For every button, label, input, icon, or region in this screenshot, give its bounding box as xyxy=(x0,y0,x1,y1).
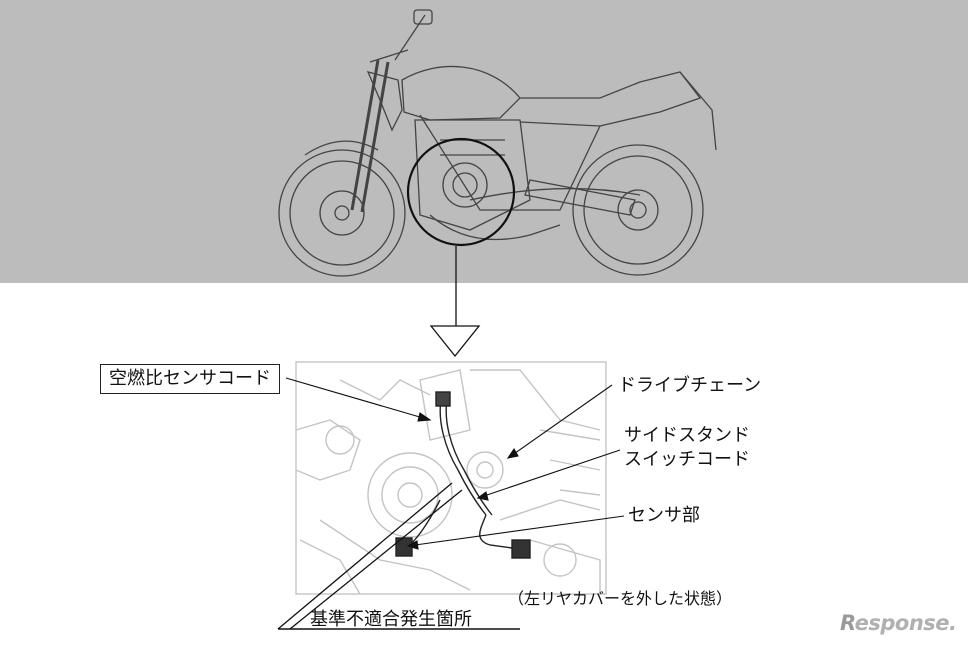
motorcycle-overview-band xyxy=(0,0,968,283)
down-arrow xyxy=(429,246,481,358)
highlight-circle xyxy=(406,137,516,247)
response-logo-text: esponse. xyxy=(854,611,957,635)
front-wheel xyxy=(278,149,406,277)
air-fuel-sensor-cord-label: 空燃比センサコード xyxy=(100,364,280,394)
side-stand-switch-cord-label: サイドスタンド スイッチコード xyxy=(624,424,750,472)
defect-location-label: 基準不適合発生箇所 xyxy=(310,609,472,630)
motorcycle-side-view-drawing xyxy=(278,9,717,277)
drive-chain-label: ドライブチェーン xyxy=(618,375,762,396)
callout-leaders xyxy=(277,377,625,630)
engine-detail-faded xyxy=(295,361,607,595)
response-logo-mark: R xyxy=(840,611,855,635)
rear-wheel xyxy=(572,144,704,276)
side-stand-label-line2: スイッチコード xyxy=(624,449,750,470)
side-stand-label-line1: サイドスタンド xyxy=(624,425,750,446)
cover-removed-note: （左リヤカバーを外した状態） xyxy=(508,589,733,608)
wiring-harness xyxy=(395,391,531,559)
sensor-part-label: センサ部 xyxy=(628,505,700,526)
response-logo: Response. xyxy=(840,611,957,635)
